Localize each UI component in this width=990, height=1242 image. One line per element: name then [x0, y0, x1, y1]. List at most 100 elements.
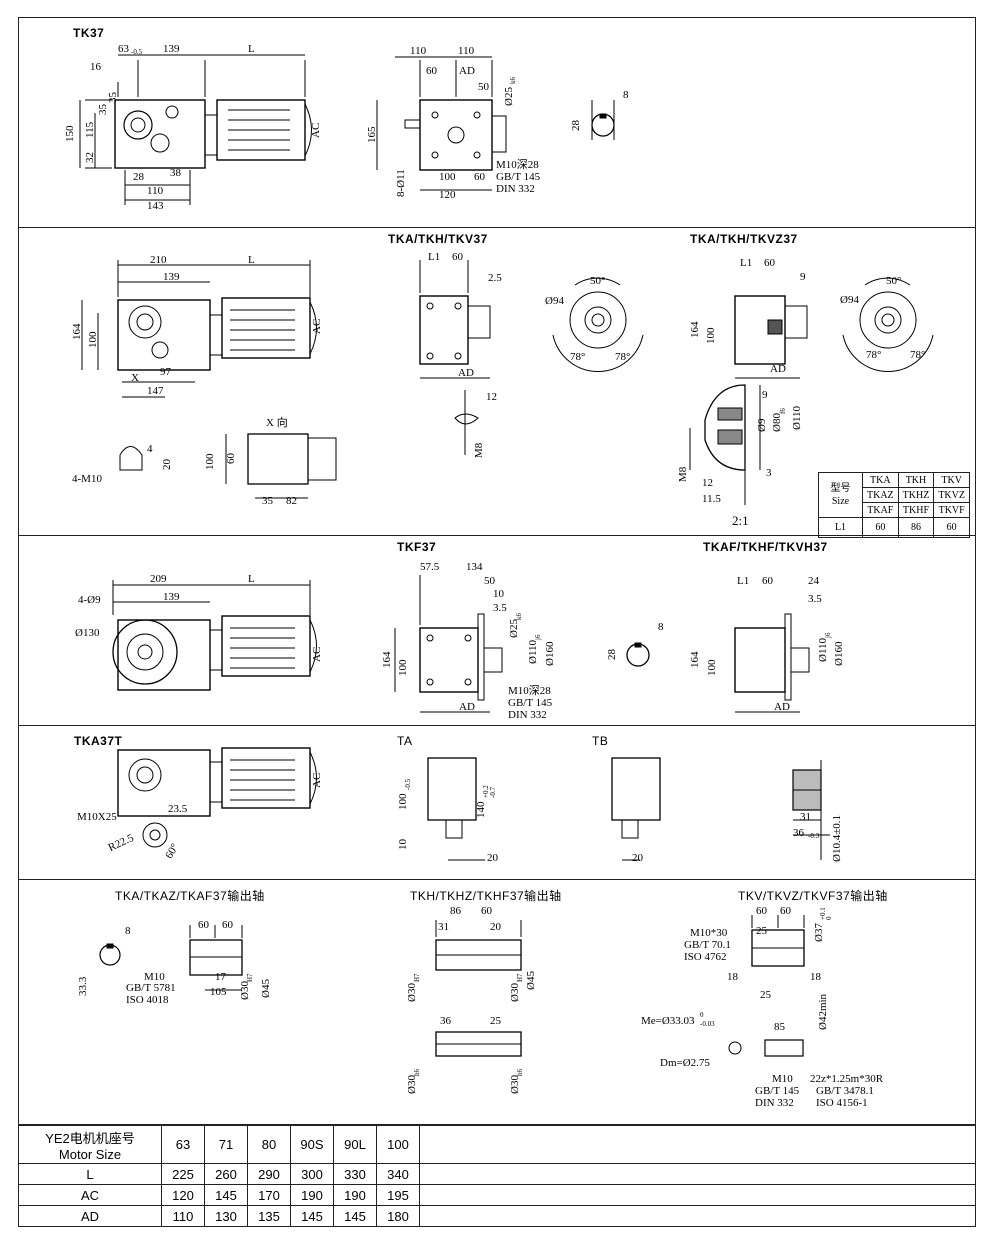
dim-AD: AD: [458, 367, 474, 379]
note-iso4156: ISO 4156-1: [816, 1097, 868, 1109]
dim-60a: 60: [756, 905, 767, 917]
dim-150: 150: [64, 125, 76, 143]
dim-AD: AD: [770, 363, 786, 375]
dim-dia110: Ø110: [791, 405, 803, 430]
dim-AD: AD: [774, 701, 790, 713]
dim-100: 100: [397, 659, 409, 677]
dim-25: 25: [490, 1015, 501, 1027]
motor-row-value: 145: [333, 1205, 377, 1227]
dim-110: 110: [147, 185, 164, 197]
dim-60: 60: [481, 905, 492, 917]
dim-17: 17: [215, 971, 226, 983]
motor-row-value: 145: [204, 1184, 248, 1206]
note-din332: DIN 332: [496, 183, 535, 195]
dim-164: 164: [689, 651, 701, 669]
dim-dia37-tol-b: 0: [825, 916, 833, 921]
note-gbt3478: GB/T 3478.1: [816, 1085, 874, 1097]
l1-table-label: L1: [818, 517, 863, 538]
note-iso4018: ISO 4018: [126, 994, 169, 1006]
motor-size-cell: 90S: [290, 1125, 334, 1164]
dim-78deg-b: 78°: [615, 351, 631, 363]
dim-139: 139: [163, 591, 180, 603]
section-title-tkf: TKF37: [397, 540, 437, 554]
dim-78deg-b: 78°: [910, 349, 926, 361]
dim-35a: 35: [97, 104, 109, 115]
tka37t-side-view: [117, 747, 317, 848]
dim-134: 134: [466, 561, 483, 573]
dim-9b: 9: [762, 389, 768, 401]
dim-me-tol-b: -0.03: [700, 1020, 715, 1028]
dim-key-28: 28: [570, 120, 582, 131]
note-spline: 22z*1.25m*30R: [810, 1073, 884, 1085]
tkf-front-view: [394, 575, 503, 713]
dim-dia45: Ø45: [525, 971, 537, 990]
dim-dia42min: Ø42min: [817, 993, 829, 1030]
dim-dia110: Ø110: [817, 637, 829, 662]
l1-table-value: 60: [933, 517, 970, 538]
dim-86: 86: [450, 905, 461, 917]
dim-11-5: 11.5: [702, 493, 721, 505]
note-din332: DIN 332: [508, 709, 547, 721]
motor-table-blank: [419, 1163, 976, 1185]
dim-dia30-a-tol: H7: [413, 973, 421, 982]
tka-side-view: [81, 260, 317, 398]
dim-31: 31: [800, 811, 811, 823]
tka-front-view: [419, 260, 491, 379]
dim-dia30-h6-a: Ø30: [406, 1075, 418, 1094]
note-gbt145: GB/T 145: [496, 171, 541, 183]
dim-4-M10: 4-M10: [72, 473, 102, 485]
dim-147: 147: [147, 385, 164, 397]
dim-dia25-tol: k6: [509, 77, 517, 84]
dim-63-tol: -0.5: [131, 48, 143, 56]
dim-dm: Dm=Ø2.75: [660, 1057, 710, 1069]
note-gbt70: GB/T 70.1: [684, 939, 731, 951]
section-title-tkaf: TKAF/TKHF/TKVH37: [703, 540, 828, 554]
shaft-a-drawing: [99, 925, 243, 991]
tka-torque-arm: [552, 277, 644, 372]
dim-dia30: Ø30: [239, 981, 251, 1000]
dim-2-5: 2.5: [488, 272, 502, 284]
section-shafts: [18, 879, 976, 1125]
dim-3-5: 3.5: [808, 593, 822, 605]
dim-dia110-tol: j6: [534, 634, 542, 640]
dim-dia94: Ø94: [545, 295, 564, 307]
dim-12: 12: [486, 391, 497, 403]
tkaz-front-view: [734, 277, 934, 379]
dim-L1: L1: [428, 251, 441, 263]
motor-table-blank: [419, 1125, 976, 1164]
dim-8-dia11: 8-Ø11: [395, 169, 407, 197]
dim-ta-100-tol: -0.5: [404, 778, 412, 790]
note-gbt5781: GB/T 5781: [126, 982, 176, 994]
dim-dia37: Ø37: [813, 923, 825, 942]
dim-L: L: [248, 573, 255, 585]
dim-32: 32: [84, 152, 96, 163]
dim-key-8: 8: [658, 621, 664, 633]
motor-row-value: 130: [204, 1205, 248, 1227]
dim-50deg: 50°: [590, 275, 606, 287]
dim-AC: AC: [310, 122, 322, 138]
dim-105: 105: [210, 986, 227, 998]
dim-165: 165: [366, 126, 378, 144]
dim-9: 9: [800, 271, 806, 283]
dim-dia160: Ø160: [833, 641, 845, 666]
note-din332: DIN 332: [755, 1097, 794, 1109]
dim-20: 20: [161, 459, 173, 470]
dim-dia30-h6-b-tol: h6: [516, 1069, 524, 1076]
motor-size-cell: 71: [204, 1125, 248, 1164]
dim-3: 3: [766, 467, 772, 479]
tk37-front-view: [376, 56, 507, 191]
motor-row-value: 170: [247, 1184, 291, 1206]
l1-table-cell: TKAF: [861, 502, 899, 518]
motor-row-label: L: [18, 1163, 162, 1185]
dim-ta-20: 20: [487, 852, 498, 864]
dim-35: 35: [262, 495, 273, 507]
dim-dia25: Ø25: [508, 619, 520, 638]
tk37-shaft-section: [591, 100, 615, 140]
section-title-tk37: TK37: [73, 26, 105, 40]
motor-size-cell: 80: [247, 1125, 291, 1164]
motor-row-value: 300: [290, 1163, 334, 1185]
l1-table-cell: TKVF: [933, 502, 970, 518]
label-x: X: [131, 372, 139, 384]
